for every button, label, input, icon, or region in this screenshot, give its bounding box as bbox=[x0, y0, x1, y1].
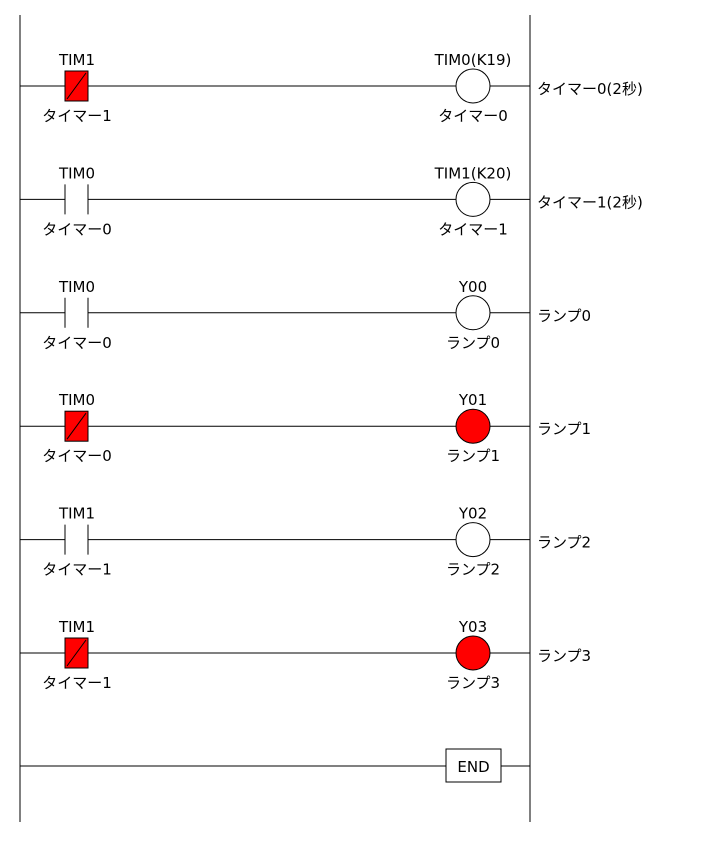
coil bbox=[455, 68, 491, 104]
coil-name: タイマー0 bbox=[438, 107, 508, 125]
rung-comment: ランプ2 bbox=[537, 534, 591, 552]
contact-name: タイマー0 bbox=[42, 334, 112, 352]
coil-address: Y03 bbox=[458, 618, 487, 636]
contact-address: TIM1 bbox=[58, 51, 95, 69]
coil-name: タイマー1 bbox=[438, 220, 508, 238]
no-contact bbox=[64, 524, 89, 555]
coil bbox=[455, 408, 491, 444]
end-instruction-box bbox=[445, 748, 502, 783]
rung: TIM0 タイマー0 Y01 ランプ1 ランプ1 bbox=[20, 391, 591, 465]
nc-contact bbox=[64, 410, 89, 442]
rung: TIM0 タイマー0 TIM1(K20) タイマー1 タイマー1(2秒) bbox=[20, 164, 643, 238]
no-contact bbox=[64, 297, 89, 328]
coil-name: ランプ1 bbox=[446, 447, 500, 465]
contact-address: TIM0 bbox=[58, 164, 95, 182]
contact-name: タイマー0 bbox=[42, 220, 112, 238]
contact-address: TIM0 bbox=[58, 278, 95, 296]
rung-comment: ランプ1 bbox=[537, 420, 591, 438]
coil-name: ランプ3 bbox=[446, 674, 500, 692]
rung: TIM1 タイマー1 TIM0(K19) タイマー0 タイマー0(2秒) bbox=[20, 51, 643, 125]
contact-nc-slash bbox=[66, 639, 87, 667]
coil-name: ランプ2 bbox=[446, 561, 500, 579]
end-label: END bbox=[457, 758, 489, 776]
contact-name: タイマー0 bbox=[42, 447, 112, 465]
end-rung: END bbox=[20, 748, 530, 783]
contact-address: TIM1 bbox=[58, 505, 95, 523]
no-contact bbox=[64, 184, 89, 215]
rung: TIM1 タイマー1 Y02 ランプ2 ランプ2 bbox=[20, 505, 591, 579]
rung-comment: タイマー1(2秒) bbox=[537, 193, 643, 211]
rung: TIM0 タイマー0 Y00 ランプ0 ランプ0 bbox=[20, 278, 591, 352]
contact-name: タイマー1 bbox=[42, 674, 112, 692]
coil-address: TIM1(K20) bbox=[434, 164, 512, 182]
coil-address: Y01 bbox=[458, 391, 487, 409]
coil-address: Y02 bbox=[458, 505, 487, 523]
nc-contact bbox=[64, 70, 89, 102]
rung-comment: タイマー0(2秒) bbox=[537, 80, 643, 98]
coil bbox=[455, 635, 491, 671]
coil-address: TIM0(K19) bbox=[434, 51, 512, 69]
contact-name: タイマー1 bbox=[42, 107, 112, 125]
contact-name: タイマー1 bbox=[42, 561, 112, 579]
nc-contact bbox=[64, 637, 89, 669]
rung-comment: ランプ3 bbox=[537, 647, 591, 665]
coil-address: Y00 bbox=[458, 278, 487, 296]
coil bbox=[455, 181, 491, 217]
contact-address: TIM0 bbox=[58, 391, 95, 409]
rung: TIM1 タイマー1 Y03 ランプ3 ランプ3 bbox=[20, 618, 591, 692]
contact-address: TIM1 bbox=[58, 618, 95, 636]
coil bbox=[455, 295, 491, 331]
coil bbox=[455, 522, 491, 558]
contact-nc-slash bbox=[66, 412, 87, 440]
coil-name: ランプ0 bbox=[446, 334, 500, 352]
rung-comment: ランプ0 bbox=[537, 307, 591, 325]
contact-nc-slash bbox=[66, 72, 87, 100]
